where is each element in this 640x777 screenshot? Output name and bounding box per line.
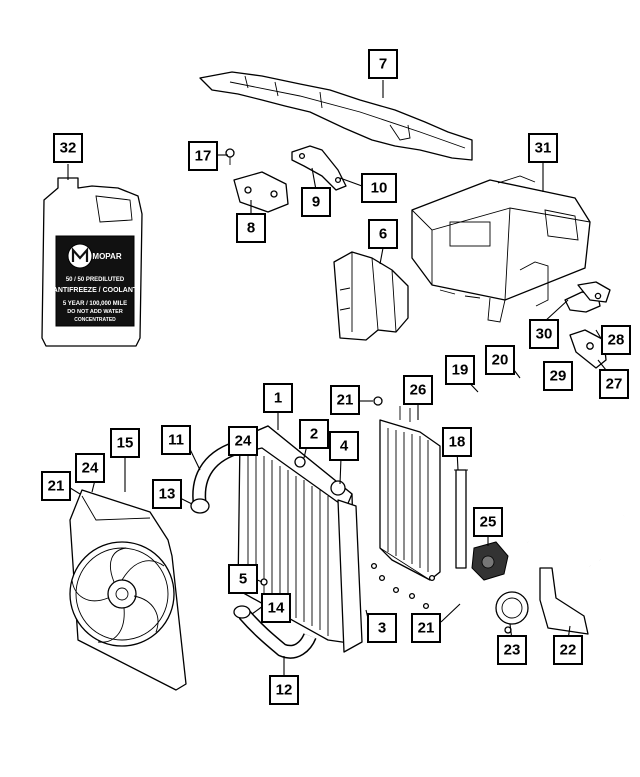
svg-text:20: 20 [492, 352, 509, 369]
small-bracket-parts [225, 145, 347, 213]
callout-20: 20 [485, 345, 515, 375]
callout-24-radiator: 24 [228, 426, 258, 456]
callout-27: 27 [599, 369, 629, 399]
callout-30: 30 [529, 319, 559, 349]
svg-text:15: 15 [117, 435, 134, 452]
svg-text:14: 14 [268, 600, 285, 617]
svg-text:4: 4 [340, 438, 349, 455]
callout-19: 19 [445, 355, 475, 385]
svg-text:12: 12 [276, 682, 293, 699]
jug-label-line1: 50 / 50 PREDILUTED [66, 277, 125, 283]
callout-29: 29 [543, 361, 573, 391]
svg-text:6: 6 [379, 226, 387, 243]
callout-22: 22 [553, 635, 583, 665]
callout-1: 1 [263, 383, 293, 413]
svg-text:11: 11 [168, 432, 184, 449]
module-bracket-parts [564, 281, 611, 369]
jug-label-line2: ANTIFREEZE / COOLANT [53, 287, 138, 294]
callout-24-shroud: 24 [75, 453, 105, 483]
callout-13: 13 [152, 479, 182, 509]
svg-text:24: 24 [82, 460, 99, 477]
callout-23: 23 [497, 635, 527, 665]
svg-text:21: 21 [418, 620, 435, 637]
callout-9: 9 [301, 187, 331, 217]
callout-11: 11 [161, 425, 191, 455]
coolant-hose-parts [476, 375, 625, 568]
callout-8: 8 [236, 213, 266, 243]
jug-label-line3: 5 YEAR / 100,000 MILE [63, 301, 127, 307]
jug-label-line4: DO NOT ADD WATER [67, 309, 123, 315]
callout-4: 4 [329, 431, 359, 461]
callout-21-left: 21 [41, 471, 71, 501]
jug-brand-text: MOPAR [92, 252, 121, 261]
pump-bracket-parts [495, 567, 589, 635]
svg-text:30: 30 [536, 326, 553, 343]
callout-7: 7 [368, 49, 398, 79]
svg-text:8: 8 [247, 220, 255, 237]
svg-text:7: 7 [379, 56, 387, 73]
callout-10: 10 [361, 173, 397, 203]
svg-text:9: 9 [312, 194, 320, 211]
svg-text:2: 2 [310, 426, 318, 443]
water-pump-part [471, 541, 509, 581]
callout-17: 17 [188, 141, 218, 171]
svg-text:32: 32 [60, 140, 77, 157]
svg-text:25: 25 [480, 514, 497, 531]
callout-12: 12 [269, 675, 299, 705]
svg-text:13: 13 [159, 486, 176, 503]
callout-15: 15 [110, 428, 140, 458]
svg-text:10: 10 [371, 180, 388, 197]
callout-14: 14 [261, 593, 291, 623]
svg-text:26: 26 [410, 382, 427, 399]
svg-text:24: 24 [235, 433, 252, 450]
svg-text:1: 1 [274, 390, 282, 407]
svg-text:22: 22 [560, 642, 577, 659]
svg-text:18: 18 [449, 434, 466, 451]
upper-radiator-support-part [199, 71, 473, 161]
lower-radiator-hose-part [233, 605, 317, 659]
svg-text:29: 29 [550, 368, 567, 385]
fastener-parts [370, 562, 436, 610]
power-module-part [411, 175, 591, 323]
callout-25: 25 [473, 507, 503, 537]
callout-31: 31 [528, 133, 558, 163]
svg-text:21: 21 [337, 392, 354, 409]
callout-6: 6 [368, 219, 398, 249]
svg-text:23: 23 [504, 642, 521, 659]
callout-18: 18 [442, 427, 472, 457]
svg-text:19: 19 [452, 362, 469, 379]
svg-text:21: 21 [48, 478, 65, 495]
svg-text:31: 31 [535, 140, 552, 157]
overflow-tube-part [454, 469, 468, 569]
svg-text:17: 17 [195, 148, 212, 165]
jug-label-line5: CONCENTRATED [74, 317, 116, 323]
callout-5: 5 [228, 564, 258, 594]
svg-text:28: 28 [608, 332, 625, 349]
coolant-jug-part: MOPAR 50 / 50 PREDILUTED ANTIFREEZE / CO… [41, 177, 143, 347]
callout-3: 3 [367, 613, 397, 643]
svg-text:5: 5 [239, 571, 247, 588]
condenser-part [373, 396, 441, 581]
fan-shroud-part [69, 489, 187, 691]
callout-26: 26 [403, 375, 433, 405]
callout-21-bottom: 21 [411, 613, 441, 643]
callout-28: 28 [601, 325, 631, 355]
svg-text:3: 3 [378, 620, 386, 637]
callout-2: 2 [299, 419, 329, 449]
radiator-part [237, 425, 363, 653]
callout-21-top: 21 [330, 385, 360, 415]
air-deflector-part [333, 251, 409, 341]
svg-text:27: 27 [606, 376, 623, 393]
callout-32: 32 [53, 133, 83, 163]
